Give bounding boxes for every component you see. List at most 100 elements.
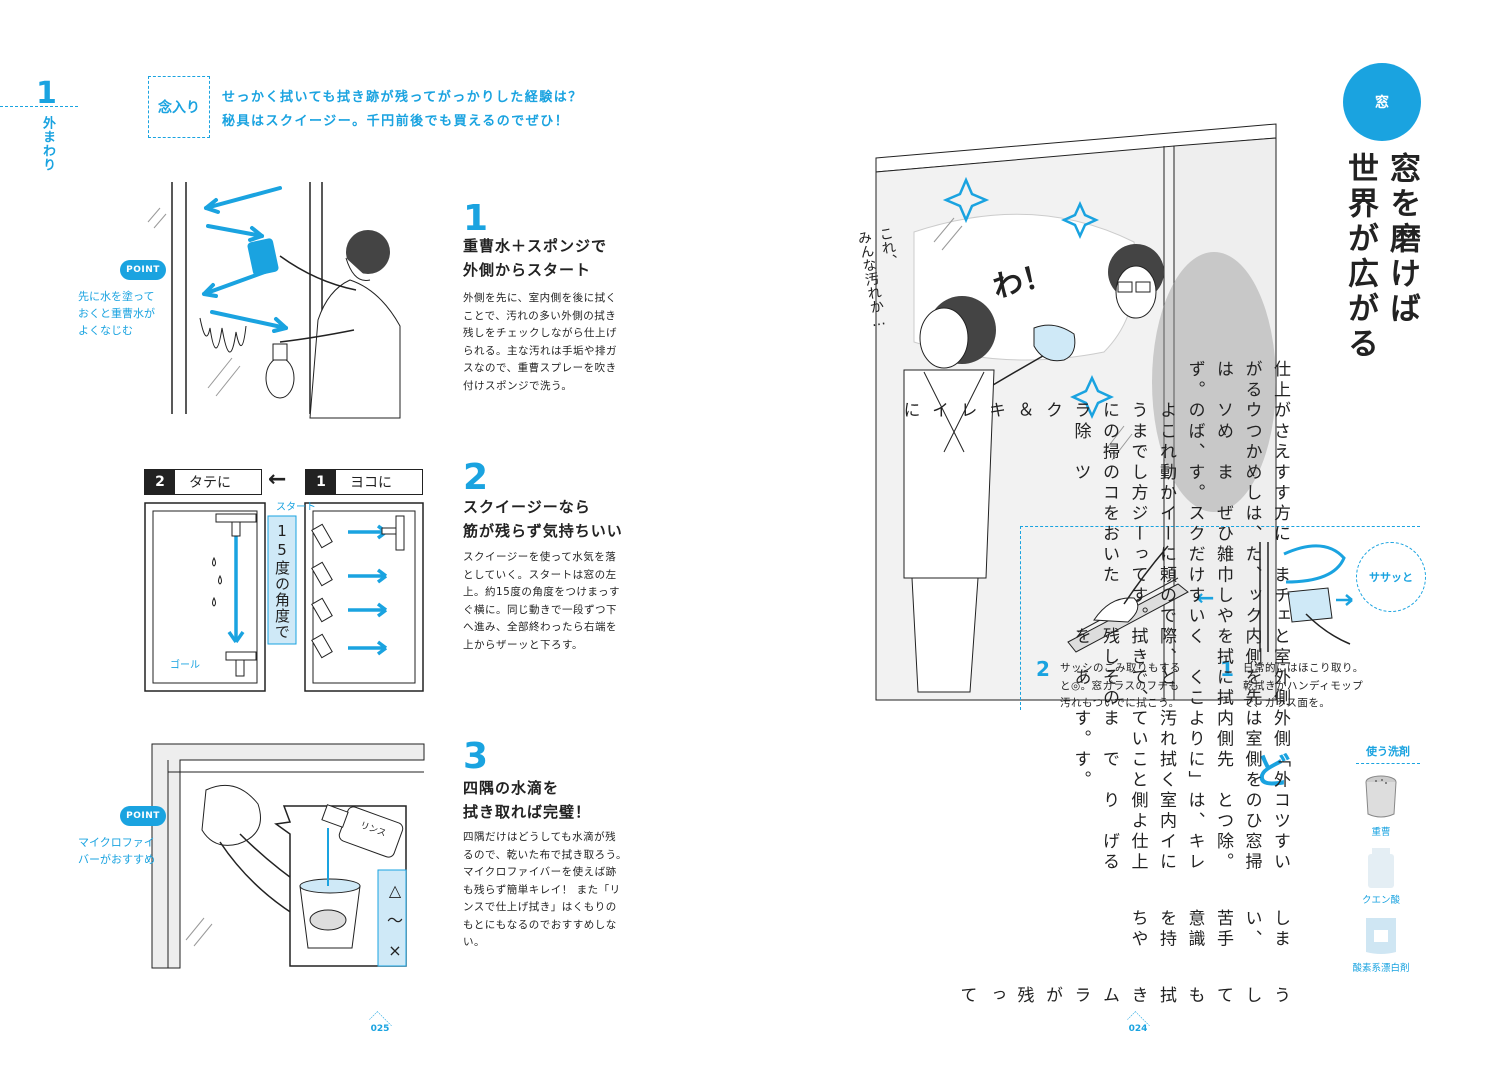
sub-step-caption: サッシのごみ取りもする と◎。窓ガラスのフチも 汚れもついでに拭こう。 [1060, 660, 1181, 713]
step-title-line: 四隅の水滴を [463, 779, 560, 797]
diagram2-label-right: 1 ヨコに [305, 469, 423, 495]
intro-text: せっかく拭いても拭き跡が残ってがっかりした経験は？ 秘具はスクイージー。千円前後… [222, 86, 583, 134]
baking-soda-icon [1365, 775, 1397, 818]
caption-line: 日常的にはほこり取り。 [1243, 662, 1364, 674]
body-col: 方には、ぜひスクイージーをお [1099, 503, 1290, 545]
step-line: もとにもなるのでおすすめしな [463, 918, 617, 931]
detergent-label: 酸素系漂白剤 [1352, 963, 1410, 974]
step-line: るので、乾いた布で拭き取ろう。 [463, 848, 627, 861]
oxygen-bleach-icon [1366, 918, 1396, 954]
step-line: マイクロファイバーを使えば跡 [463, 866, 617, 878]
body-text: うしても拭きムラが残って しまい、苦手意識を持ちや すい窓掃除。キレイに仕上げる… [852, 360, 1294, 1007]
dusting-illustration [1259, 542, 1353, 652]
step3-illustration [151, 743, 425, 969]
body-col: さえつかめば、これまでの掃除 [1070, 421, 1291, 463]
caption-line: 汚れもついでに拭こう。 [1060, 697, 1180, 709]
step-title-line: スクイージーなら [463, 498, 591, 516]
step-line: 付けスポンジで洗う。 [463, 379, 573, 392]
body-col: コツのひとつは、室内側より [1099, 790, 1290, 832]
point-line: よくなじむ [78, 324, 133, 337]
point-line: マイクロファイ [78, 836, 155, 849]
body-dropcap: ど [1254, 751, 1291, 792]
detergent-label: 重曹 [1371, 827, 1391, 838]
step-body: 外側を先に、室内側を後に拭く ことで、汚れの多い外側の拭き 残しをチェックしなが… [463, 290, 645, 395]
body-col: チェックしやすいのです。 [1127, 585, 1291, 627]
body-col: がウソのようにラク＆キレイに [899, 401, 1291, 422]
sub-step-caption: 日常的にはほこり取り。 乾拭きかハンディモップ で、ガラス面を。 [1243, 660, 1364, 713]
step-body: 四隅だけはどうしても水滴が残 るので、乾いた布で拭き取ろう。 マイクロファイバー… [463, 829, 645, 952]
step-line: 残しをチェックしながら仕上げ [463, 327, 617, 339]
step-number: 3 [463, 736, 489, 777]
step-title-line: 外側からスタート [463, 261, 592, 279]
citric-acid-icon [1368, 848, 1394, 888]
step-line: 外側を先に、室内側を後に拭く [463, 292, 617, 304]
step-title: スクイージーなら 筋が残らず気持ちいい [463, 495, 623, 543]
step-body: スクイージーを使って水気を落 としていく。スタートは窓の左 上。約15度の角度を… [463, 549, 645, 654]
body-col: と室内側を拭く際、拭き残しを [1070, 626, 1291, 668]
diagram2-label-left: 2 タテに [144, 469, 262, 495]
step-title-line: 筋が残らず気持ちいい [463, 522, 623, 540]
body-col: しまい、苦手意識を持ちや [1127, 908, 1291, 950]
point-line: おくと重曹水が [78, 307, 155, 320]
step-line: 四隅だけはどうしても水滴が残 [463, 831, 617, 843]
caption-line: サッシのごみ取りもする [1060, 662, 1181, 674]
step-title-line: 重曹水＋スポンジで [463, 237, 608, 255]
squeegee-diagram [144, 502, 424, 692]
sasatto-bubble: ササッと [1356, 542, 1426, 612]
chapter-divider [0, 106, 78, 107]
sash-cleaning-illustration [1067, 545, 1189, 653]
step-line: 上。約15度の角度をつけまっす [463, 586, 620, 598]
diagram-num: 1 [306, 470, 336, 494]
cross-mark: × [388, 941, 402, 960]
triangle-mark: △ [388, 881, 402, 900]
step-line: も残らず簡単キレイ！ また「リ [463, 883, 621, 896]
step-line: い。 [463, 936, 485, 948]
step-line: へ進み、全部終わったら右端を [463, 621, 617, 633]
diagram-label: タテに [189, 475, 231, 491]
headline-col-1: 窓を磨けば [1384, 152, 1420, 327]
goal-label: ゴール [170, 660, 200, 671]
step-line: スクイージーを使って水気を落 [463, 551, 617, 563]
intro-line: 秘具はスクイージー。千円前後でも買えるのでぜひ！ [222, 114, 570, 129]
arrow-left-icon: ← [268, 467, 287, 492]
arrow-left-icon: ← [1196, 586, 1215, 611]
caption-line: で、ガラス面を。 [1243, 697, 1331, 709]
point-badge: POINT [120, 806, 166, 826]
step-line: スなので、重曹スプレーを吹き [463, 362, 617, 374]
body-col: すい窓掃除。キレイに仕上げる [1099, 831, 1290, 873]
chapter-label: 外まわり [40, 116, 55, 172]
step-line: ことで、汚れの多い外側の拭き [463, 309, 617, 322]
step1-illustration [147, 182, 401, 419]
diagram-num: 2 [145, 470, 175, 494]
step-number: 2 [463, 457, 489, 498]
category-badge: 窓 [1343, 63, 1421, 141]
body-col: 「外側を先に」拭くことです。 [1070, 749, 1291, 791]
step-line: ぐ横に。同じ動きで一段ずつ下 [463, 603, 617, 616]
step-line: 上からザーッと下ろす。 [463, 638, 583, 651]
sub-step-number: 1 [1220, 657, 1234, 681]
step-line: としていく。スタートは窓の左 [463, 568, 617, 581]
window-cleaning-illustration [875, 123, 1277, 701]
body-col: 外側は室内側より汚れています。 [1070, 708, 1291, 750]
step-line: られる。主な汚れは手垢や排ガ [463, 344, 617, 357]
angle-label: 15度の角度で [273, 522, 291, 640]
point-note: マイクロファイ バーがおすすめ [78, 834, 155, 868]
step-title: 四隅の水滴を 拭き取れば完璧！ [463, 776, 591, 824]
body-col: 仕上がるはず。 [1184, 360, 1291, 401]
body-col: また、雑巾だけに頼っていた [1099, 544, 1290, 586]
sub-steps-box [1020, 526, 1420, 710]
point-note: 先に水を塗って おくと重曹水が よくなじむ [78, 288, 155, 339]
page-number: 025 [360, 1024, 400, 1034]
body-col: 外側を先に拭くことで、そのあ [1070, 667, 1291, 709]
chapter-number: 1 [36, 76, 57, 111]
rinse-marks: △ 〜 × [380, 876, 410, 966]
detergent-title: 使う洗剤 [1356, 743, 1420, 764]
caption-line: 乾拭きかハンディモップ [1243, 679, 1364, 692]
step-title-line: 拭き取れば完璧！ [463, 803, 592, 821]
start-label: スタート [276, 502, 316, 513]
page-number: 024 [1118, 1024, 1158, 1034]
diagram-label: ヨコに [350, 475, 392, 491]
step-title: 重曹水＋スポンジで 外側からスタート [463, 234, 607, 282]
body-col: うしても拭きムラが残って [956, 985, 1291, 1007]
nenri-tag: 念入り [148, 76, 210, 138]
